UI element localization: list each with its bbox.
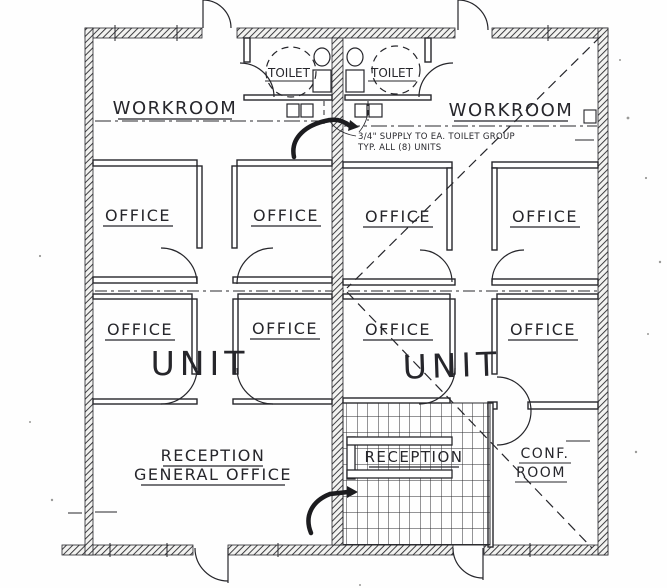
room-label-general-office: GENERAL OFFICE	[134, 465, 292, 484]
room-label-workroom-right: WORKROOM	[449, 100, 574, 121]
toilet-fixtures	[265, 45, 421, 118]
room-label-office: OFFICE	[105, 206, 171, 225]
unit-label-right: UNIT	[402, 344, 502, 386]
room-label-toilet-left: TOILET	[267, 66, 311, 80]
room-label-conf: CONF.	[520, 446, 569, 462]
reception-counter	[346, 436, 453, 480]
turning-circle-left	[265, 46, 317, 98]
room-label-office: OFFICE	[107, 320, 173, 339]
annotation-supply-line2: TYP. ALL (8) UNITS	[357, 143, 441, 153]
exterior-walls	[61, 27, 609, 556]
room-label-reception-right: RECEPTION	[364, 448, 463, 466]
toilet-tank-right-icon	[345, 69, 365, 93]
scan-speckles	[29, 59, 662, 586]
turning-circle-right	[371, 45, 421, 95]
room-label-workroom-left: WORKROOM	[113, 98, 238, 119]
room-label-reception-left: RECEPTION	[161, 446, 266, 465]
misc-details	[68, 25, 597, 557]
toilet-right-wall	[424, 37, 432, 63]
party-wall	[331, 37, 344, 546]
room-label-office: OFFICE	[365, 320, 431, 339]
sink-right-icon	[346, 47, 364, 67]
unit-diagonal-marks	[346, 35, 602, 549]
sink-left-icon	[313, 47, 331, 67]
plumbing-centerlines	[95, 101, 597, 292]
toilet-left-wall	[243, 37, 251, 63]
room-label-toilet-right: TOILET	[370, 66, 414, 80]
room-label-office: OFFICE	[512, 207, 578, 226]
room-label-office: OFFICE	[510, 320, 576, 339]
marker-arrow-bottom	[347, 486, 358, 498]
conf-room-top-wall	[527, 401, 599, 410]
room-label-office: OFFICE	[253, 206, 319, 225]
room-label-conf-room: ROOM	[516, 465, 566, 481]
room-label-office: OFFICE	[365, 207, 431, 226]
conf-room-door	[496, 376, 532, 446]
reception-tile-floor	[342, 402, 491, 546]
room-label-office: OFFICE	[252, 319, 318, 338]
unit-label-left: UNIT	[151, 344, 250, 383]
marker-highlights	[291, 117, 359, 536]
door-swings	[160, 0, 532, 583]
annotation-supply-line1: 3/4" SUPPLY TO EA. TOILET GROUP	[358, 132, 515, 142]
marker-arrow-top	[348, 120, 359, 131]
panel-icon	[583, 109, 597, 124]
